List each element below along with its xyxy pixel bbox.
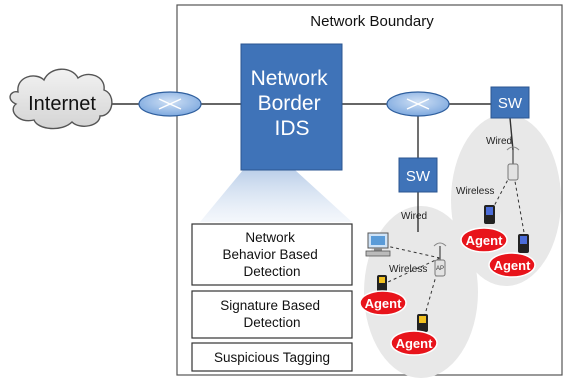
switch-upper-label: SW	[498, 95, 523, 112]
wired-label-lower: Wired	[401, 211, 427, 222]
ap-label: AP	[436, 266, 444, 272]
antenna-icon: AP	[433, 242, 447, 277]
ids-label-line: Border	[258, 92, 321, 115]
agent-badge: Agent	[359, 290, 407, 316]
wireless-label-lower: Wireless	[389, 264, 427, 275]
agent-label: Agent	[494, 258, 532, 273]
signature-detection-line: Signature Based	[220, 298, 320, 313]
detection-methods: Network Behavior Based Detection Signatu…	[191, 223, 353, 372]
agent-badge: Agent	[488, 252, 536, 278]
switch-lower: SW	[398, 157, 438, 193]
network-boundary	[176, 4, 563, 376]
internet-cloud: Internet	[9, 68, 113, 130]
mobile-phone-icon	[417, 314, 428, 332]
mobile-phone-icon	[377, 275, 387, 292]
behavior-detection-line: Behavior Based	[222, 247, 317, 262]
agent-badge: Agent	[460, 227, 508, 253]
ids-box	[240, 43, 343, 171]
signature-detection-label: Signature Based Detection	[220, 298, 324, 330]
desktop-computer-icon	[365, 232, 391, 257]
signature-detection-box	[191, 290, 353, 339]
mobile-phone-icon	[518, 234, 529, 253]
ids-label: Network Border IDS	[251, 67, 334, 140]
switch-lower-label: SW	[406, 168, 431, 185]
behavior-detection-line: Detection	[243, 264, 300, 279]
edge-router	[138, 91, 202, 117]
mobile-phone-icon	[484, 205, 495, 224]
network-boundary-label: Network Boundary	[310, 13, 434, 30]
antenna-icon	[506, 146, 520, 181]
behavior-detection-label: Network Behavior Based Detection	[222, 230, 321, 279]
suspicious-tagging-label: Suspicious Tagging	[214, 350, 330, 365]
ids-label-line: IDS	[274, 117, 309, 140]
behavior-detection-line: Network	[245, 230, 295, 245]
wireless-label-upper: Wireless	[456, 186, 494, 197]
internal-router	[386, 91, 450, 117]
switch-upper: SW	[490, 86, 530, 119]
wired-label-upper: Wired	[486, 136, 512, 147]
agent-label: Agent	[466, 233, 504, 248]
lower-device-cluster	[364, 206, 478, 378]
internet-label: Internet	[28, 93, 96, 115]
agent-label: Agent	[365, 296, 403, 311]
behavior-detection-box	[191, 223, 353, 286]
connections	[108, 103, 514, 232]
signature-detection-line: Detection	[243, 315, 300, 330]
agent-label: Agent	[396, 336, 434, 351]
agent-badge: Agent	[390, 330, 438, 356]
ids-label-line: Network	[251, 67, 329, 90]
ids-detection-cone	[200, 170, 352, 222]
suspicious-tagging-box	[191, 342, 353, 372]
